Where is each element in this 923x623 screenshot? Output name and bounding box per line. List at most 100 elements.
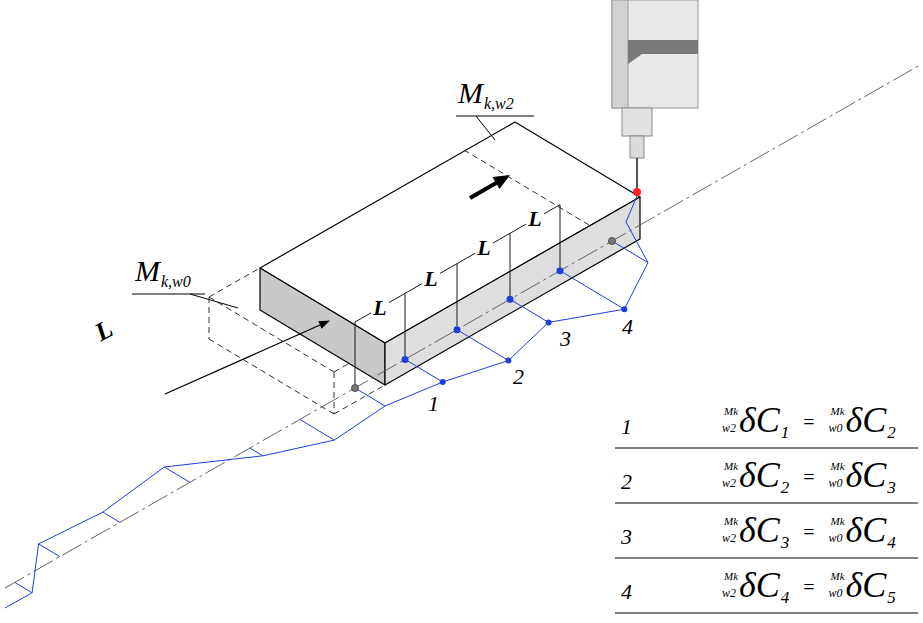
dimension-line <box>355 205 560 322</box>
equation-subscript: 3 <box>781 534 790 551</box>
equation-prescript: w0 <box>829 422 843 434</box>
end-face <box>260 268 385 385</box>
table-rule <box>615 613 918 614</box>
part-label: M <box>135 256 160 286</box>
spindle-notch <box>628 40 698 64</box>
leader-line <box>476 116 495 140</box>
part-label: M <box>458 78 483 108</box>
profile-hatch <box>510 299 549 322</box>
probe-holder <box>622 108 652 136</box>
dashed-edge <box>334 372 335 414</box>
equation-superscript: Mk <box>724 461 738 472</box>
probe <box>612 0 698 188</box>
equation-sign: = <box>803 577 814 597</box>
equation-term: δC <box>739 567 780 603</box>
motion-arrow <box>470 175 510 198</box>
profile-point <box>621 306 627 312</box>
equation-sign: = <box>803 467 814 487</box>
dashed-edge <box>209 297 210 339</box>
part-subscript: k,w2 <box>484 96 514 112</box>
projection-line <box>510 233 511 296</box>
profile-point <box>546 319 552 325</box>
callout-number: 1 <box>428 393 439 415</box>
equation-prescript: w0 <box>829 477 843 489</box>
reference-point <box>609 238 616 245</box>
equation-prescript: w2 <box>722 422 736 434</box>
profile-hatch <box>355 388 385 406</box>
profile-hatch <box>164 467 190 482</box>
equation-subscript: 2 <box>781 479 790 496</box>
workpiece <box>260 122 640 385</box>
dimension <box>355 205 560 384</box>
leaders <box>132 116 534 308</box>
measure-point <box>454 326 461 333</box>
equation-subscript: 2 <box>887 424 896 441</box>
callout-number: 4 <box>622 316 633 338</box>
equation-term: δC <box>846 457 887 493</box>
equation-term: δC <box>846 512 887 548</box>
equation-subscript: 4 <box>781 589 790 606</box>
arrow-line <box>165 325 320 394</box>
table-row-number: 2 <box>621 471 632 493</box>
equation-term: δC <box>739 512 780 548</box>
profile-hatch <box>103 512 120 522</box>
equation-superscript: Mk <box>724 516 738 527</box>
profile-hatch <box>560 271 624 310</box>
projection-line <box>405 293 406 356</box>
table-row-number: 3 <box>621 526 632 548</box>
equation-term: δC <box>739 402 780 438</box>
stylus <box>636 158 638 188</box>
equation-subscript: 4 <box>887 534 896 551</box>
projection-line <box>560 205 561 267</box>
equation-superscript: Mk <box>724 406 738 417</box>
equation-term: δC <box>846 402 887 438</box>
equation-term: δC <box>739 457 780 493</box>
arrow-head <box>318 321 330 329</box>
table-row-number: 1 <box>621 416 632 438</box>
equation-prescript: w0 <box>829 587 843 599</box>
profile-hatch <box>457 330 508 361</box>
dashed-edge <box>209 339 334 414</box>
projection-line <box>355 322 356 384</box>
profile-hatch <box>300 420 334 441</box>
profile-line <box>5 196 648 608</box>
reference-point <box>352 385 359 392</box>
equation-superscript: Mk <box>831 516 845 527</box>
profile-hatch <box>250 448 263 456</box>
dimension-label: L <box>91 316 117 346</box>
spindle <box>612 0 698 108</box>
profile-hatch <box>15 583 32 593</box>
equation-prescript: w2 <box>722 587 736 599</box>
label-underline <box>132 294 205 295</box>
dimension-label: L <box>422 268 439 290</box>
table-rule <box>615 558 918 559</box>
spindle-side <box>612 0 628 108</box>
callout-number: 2 <box>513 366 524 388</box>
dashed-edge <box>334 385 385 414</box>
arrow-head <box>493 175 511 189</box>
table-rules <box>615 448 918 613</box>
probe-tip <box>633 188 641 196</box>
error-profile <box>5 196 648 608</box>
equation-prescript: w2 <box>722 477 736 489</box>
leader-line <box>190 294 238 308</box>
measure-point <box>557 267 564 274</box>
measurement-axis <box>5 65 920 588</box>
equation-superscript: Mk <box>831 461 845 472</box>
part-subscript: k,w0 <box>161 274 191 290</box>
profile-hatch <box>612 241 648 263</box>
equation-term: δC <box>846 567 887 603</box>
callout-number: 3 <box>560 328 571 350</box>
profile-point <box>440 379 446 385</box>
equation-superscript: Mk <box>831 406 845 417</box>
dimension-label: L <box>371 297 388 319</box>
shift-arrow <box>165 321 330 395</box>
equation-sign: = <box>803 412 814 432</box>
profile-hatch <box>39 544 60 557</box>
equation-prescript: w0 <box>829 532 843 544</box>
measure-point <box>507 296 514 303</box>
table-row-number: 4 <box>621 581 632 603</box>
equation-subscript: 5 <box>887 589 896 606</box>
profile-hatch <box>405 359 443 382</box>
